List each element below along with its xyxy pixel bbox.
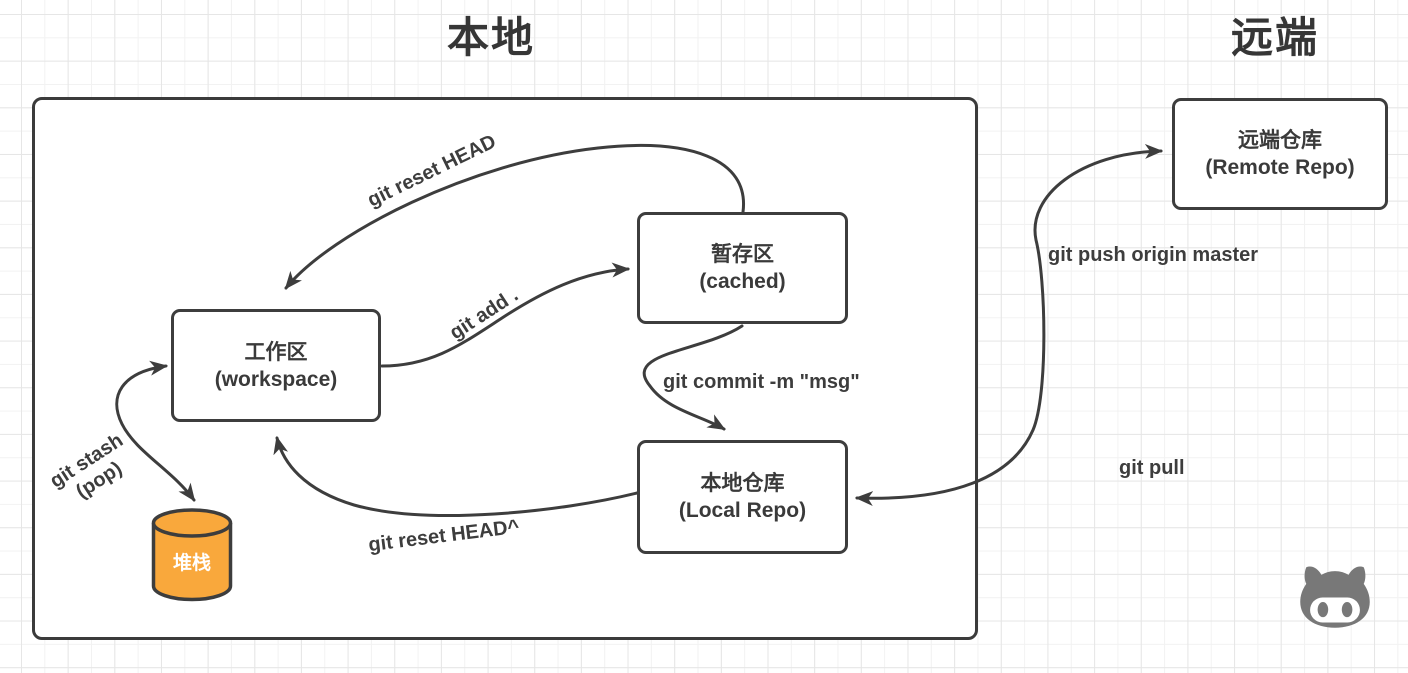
node-local-repo: 本地仓库 (Local Repo) — [637, 440, 848, 554]
node-workspace: 工作区 (workspace) — [171, 309, 381, 422]
node-cached-title: 暂存区 — [711, 243, 774, 266]
title-remote: 远端 — [1231, 14, 1320, 61]
node-remote-repo-title: 远端仓库 — [1238, 129, 1322, 152]
stack-label: 堆栈 — [172, 553, 211, 574]
stack-cylinder — [151, 508, 233, 602]
title-local: 本地 — [447, 14, 536, 61]
node-local-repo-subtitle: (Local Repo) — [678, 499, 807, 522]
node-cached: 暂存区 (cached) — [637, 212, 848, 324]
github-octocat-icon — [1300, 566, 1370, 628]
edge-label-git-pull: git pull — [1119, 457, 1185, 479]
node-remote-repo: 远端仓库 (Remote Repo) — [1172, 98, 1388, 210]
node-remote-repo-subtitle: (Remote Repo) — [1205, 156, 1355, 179]
node-cached-subtitle: (cached) — [699, 270, 786, 293]
node-workspace-subtitle: (workspace) — [214, 367, 338, 391]
node-workspace-title: 工作区 — [244, 340, 308, 364]
edge-label-git-commit: git commit -m "msg" — [663, 371, 860, 393]
edge-label-git-push: git push origin master — [1048, 244, 1259, 266]
node-local-repo-title: 本地仓库 — [700, 472, 785, 495]
